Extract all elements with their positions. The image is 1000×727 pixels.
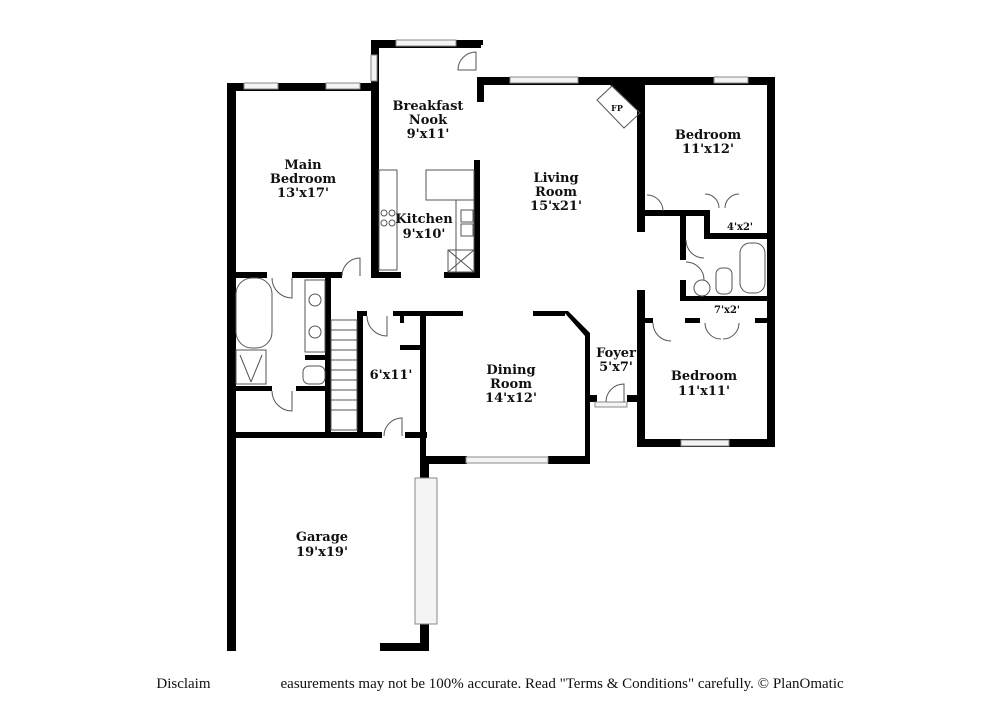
- room-garage-size: 19'x19': [296, 545, 348, 560]
- room-labels: Breakfast Nook 9'x11' Main Bedroom 13'x1…: [270, 99, 753, 560]
- room-breakfast-nook-name-1: Breakfast: [393, 99, 464, 114]
- room-living-room-name-1: Living: [533, 171, 578, 186]
- room-bedroom-2-name: Bedroom: [675, 128, 742, 143]
- room-main-bedroom-name-1: Main: [284, 158, 322, 173]
- room-kitchen-name: Kitchen: [395, 212, 453, 227]
- disclaimer-left-text: Disclaim: [156, 676, 211, 692]
- room-bedroom-3-size: 11'x11': [678, 384, 730, 399]
- disclaimer-footer: Disclaim easurements may not be 100% accu…: [0, 676, 1000, 693]
- room-breakfast-nook-size: 9'x11': [407, 127, 450, 142]
- closet-2-size: 7'x2': [714, 305, 740, 316]
- room-bedroom-3-name: Bedroom: [671, 369, 738, 384]
- room-laundry-size: 6'x11': [370, 368, 413, 383]
- room-living-room-size: 15'x21': [530, 199, 582, 214]
- walls: [227, 40, 775, 651]
- disclaimer-right-text: easurements may not be 100% accurate. Re…: [280, 676, 844, 692]
- room-main-bedroom-name-2: Bedroom: [270, 172, 337, 187]
- closet-1-size: 4'x2': [727, 222, 753, 233]
- room-breakfast-nook-name-2: Nook: [409, 113, 448, 128]
- room-foyer-name: Foyer: [596, 346, 636, 361]
- room-bedroom-2-size: 11'x12': [682, 142, 734, 157]
- fireplace-label: FP: [611, 103, 623, 113]
- fixtures: [235, 51, 766, 437]
- room-dining-room-name-1: Dining: [486, 363, 535, 378]
- room-living-room-name-2: Room: [535, 185, 577, 200]
- room-kitchen-size: 9'x10': [403, 227, 446, 242]
- room-foyer-size: 5'x7': [599, 360, 633, 375]
- windows: [243, 39, 749, 625]
- room-dining-room-size: 14'x12': [485, 391, 537, 406]
- room-dining-room-name-2: Room: [490, 377, 532, 392]
- room-main-bedroom-size: 13'x17': [277, 186, 329, 201]
- room-garage-name: Garage: [296, 530, 348, 545]
